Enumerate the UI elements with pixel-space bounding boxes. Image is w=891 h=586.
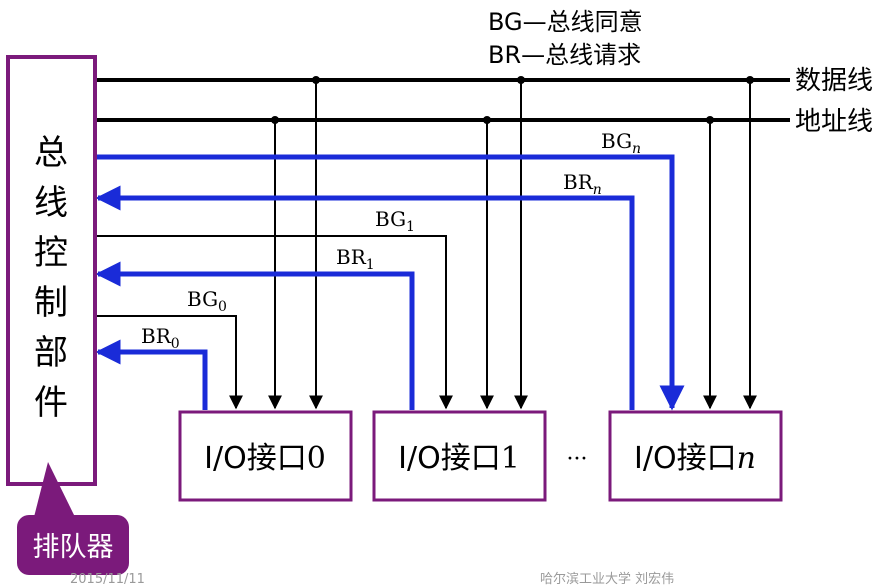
bus-drop-lines [268,80,757,410]
io-interface-n: I/O接口n [608,410,783,502]
br0-line [95,339,208,410]
brn-line [95,185,635,410]
io-interface-n-label: I/O接口n [634,441,756,476]
bg1-label: BG1 [375,207,415,235]
br1-label: BR1 [336,245,375,273]
br0-label: BR0 [141,324,180,352]
queue-callout: 排队器 [17,462,129,575]
br1-line [95,261,415,410]
controller-char: 件 [34,383,68,423]
bus-controller-label: 总 线 控 制 部 件 [34,133,68,423]
bg0-line [95,315,243,410]
io-interface-0-label: I/O接口0 [204,441,326,476]
io-interface-0: I/O接口0 [178,410,353,502]
footer-author: 哈尔滨工业大学 刘宏伟 [540,571,674,586]
data-bus-label: 数据线 [795,66,873,96]
controller-char: 部 [34,333,68,373]
legend-br: BR—总线请求 [488,41,641,69]
controller-char: 控 [34,233,68,273]
brn-label: BRn [563,170,602,198]
bg0-label: BG0 [187,287,227,315]
bgn-line [95,154,685,411]
bgn-label: BGn [601,129,641,157]
bg1-line [95,235,453,410]
interface-ellipsis: ··· [567,447,588,472]
bus-controller-box [6,55,97,486]
queue-label: 排队器 [33,532,114,563]
io-interface-1: I/O接口1 [372,410,547,502]
legend-bg: BG—总线同意 [488,8,643,36]
footer-date: 2015/11/11 [70,572,145,586]
bus-junction-dots [271,76,754,124]
address-bus-label: 地址线 [795,107,873,137]
controller-char: 总 [34,133,68,173]
controller-char: 线 [34,183,68,223]
controller-char: 制 [34,283,68,323]
io-interface-1-label: I/O接口1 [398,441,520,476]
